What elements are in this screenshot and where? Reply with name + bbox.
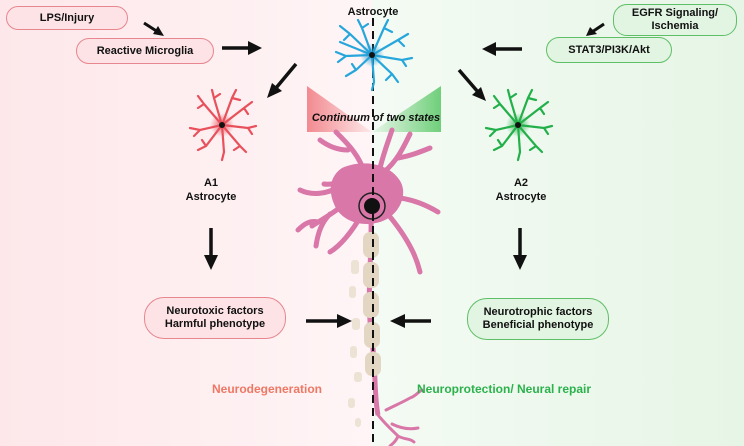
- ischemia-label: Ischemia: [651, 20, 699, 32]
- astrocyte-blue-icon: [334, 18, 414, 92]
- astrocyte-a2-icon: [484, 88, 554, 162]
- neurotoxic-factors-box: Neurotoxic factors Harmful phenotype: [144, 297, 286, 339]
- egfr-signaling-label: EGFR Signaling/: [631, 7, 719, 19]
- reactive-microglia-box: Reactive Microglia: [76, 38, 214, 64]
- neuron-icon: [295, 127, 441, 446]
- stat3-pi3k-akt-box: STAT3/PI3K/Akt: [546, 37, 672, 63]
- beneficial-phenotype-label: Beneficial phenotype: [482, 319, 594, 331]
- a1-continuum-triangle: [307, 86, 372, 132]
- neurotoxic-factors-label: Neurotoxic factors: [166, 305, 264, 317]
- stat3-pi3k-akt-label: STAT3/PI3K/Akt: [568, 43, 650, 56]
- astrocyte-a1-icon: [188, 88, 258, 162]
- lps-injury-box: LPS/Injury: [6, 6, 128, 30]
- neuroprotection-label: Neuroprotection/ Neural repair: [417, 382, 592, 396]
- a1-label-line2: Astrocyte: [185, 191, 237, 203]
- astrocyte-title: Astrocyte: [347, 6, 399, 18]
- a1-label-line1: A1: [203, 177, 219, 189]
- arrows: [143, 21, 605, 328]
- arrow-astrocyte-to-a2: [457, 68, 480, 94]
- arrow-astrocyte-to-a1: [274, 62, 298, 90]
- a2-continuum-triangle: [372, 86, 441, 132]
- arrow-egfr-to-stat3: [591, 22, 605, 34]
- lps-injury-label: LPS/Injury: [39, 11, 95, 24]
- egfr-signaling-box: EGFR Signaling/ Ischemia: [613, 4, 737, 36]
- continuum-label: Continuum of two states: [311, 112, 441, 124]
- a2-region-background: [372, 0, 744, 446]
- reactive-microglia-label: Reactive Microglia: [96, 44, 194, 57]
- neurodegeneration-label: Neurodegeneration: [212, 382, 323, 396]
- neurotrophic-factors-label: Neurotrophic factors: [483, 306, 593, 318]
- a2-label-line1: A2: [513, 177, 529, 189]
- a2-label: A2 Astrocyte: [476, 176, 566, 204]
- harmful-phenotype-label: Harmful phenotype: [164, 318, 266, 330]
- neurotrophic-factors-box: Neurotrophic factors Beneficial phenotyp…: [467, 298, 609, 340]
- a2-label-line2: Astrocyte: [495, 191, 547, 203]
- a1-label: A1 Astrocyte: [166, 176, 256, 204]
